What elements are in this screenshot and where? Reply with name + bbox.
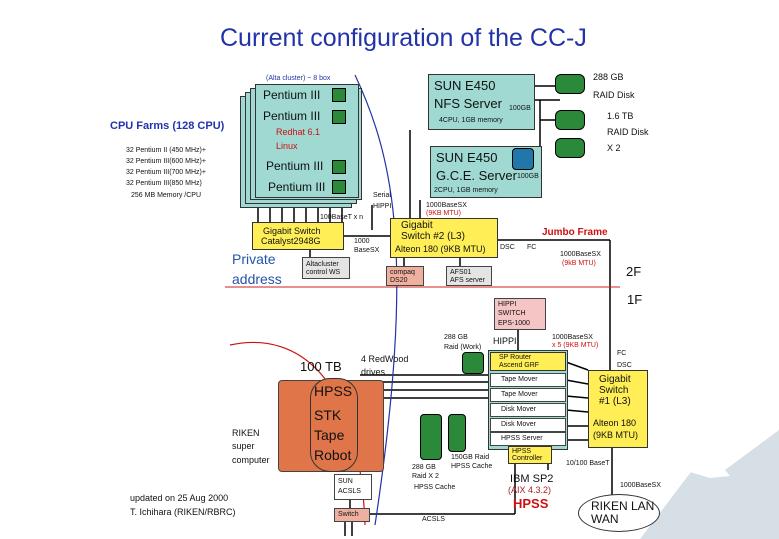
compaq-ds20: compaq DS20	[386, 266, 424, 286]
address-label: address	[232, 271, 282, 287]
redwood-2: drives	[361, 367, 386, 377]
linux-label: Linux	[276, 141, 298, 151]
sun-e450-nfs-server: SUN E450 NFS Server 100GB 4CPU, 1GB memo…	[428, 74, 535, 130]
link-1000-right: 1000BaseSX	[560, 251, 601, 258]
altacluster-control-ws: Altacluster control WS	[302, 257, 350, 279]
raid-work-2: Raid (Work)	[444, 344, 482, 351]
gigabit-switch-catalyst: Gigabit Switch Catalyst2948G	[252, 222, 344, 250]
switch-box: Switch	[334, 508, 370, 522]
raid-disk-icon	[555, 138, 585, 158]
gigabit-switch-1: Gigabit Switch #1 (L3) Alteon 180 (9KB M…	[588, 370, 648, 448]
tape-mover-2: Tape Mover	[490, 388, 566, 402]
tape-mover-1: Tape Mover	[490, 373, 566, 387]
disk-icon	[420, 414, 442, 460]
raid-x2-3: HPSS Cache	[414, 484, 456, 491]
raid-x2-1: 288 GB	[412, 464, 436, 471]
link-10-100: 10/100 BaseT	[566, 460, 610, 467]
redhat-label: Redhat 6.1	[276, 127, 321, 137]
raid-x2-2: Raid X 2	[412, 473, 439, 480]
serial-hippi-2: HIPPI	[373, 203, 392, 210]
afs-server: AFS01 AFS server	[446, 266, 492, 286]
hippi-switch: HIPPI SWITCH EPS-1000	[494, 298, 546, 330]
acsls-label: ACSLS	[422, 516, 445, 523]
robot-label-4: Robot	[314, 447, 352, 463]
link-1000-mid-2: x 5 (9KB MTU)	[552, 342, 599, 349]
link-1000-mid-1: 1000BaseSX	[552, 334, 593, 341]
raid-288-2: RAID Disk	[593, 90, 635, 100]
robot-core	[310, 378, 358, 472]
alta-cluster-label: (Alta cluster) ~ 8 box	[266, 75, 331, 82]
riken-super-1: RIKEN	[232, 428, 260, 438]
raid-16tb-3: X 2	[607, 143, 621, 153]
dsc-label: DSC	[500, 244, 515, 251]
raid-work-1: 288 GB	[444, 334, 468, 341]
gigabit-switch-2: Gigabit Switch #2 (L3) Alteon 180 (9KB M…	[390, 218, 498, 258]
disk-icon	[512, 148, 534, 170]
pentium-label-1: Pentium III	[263, 88, 321, 102]
disk-icon	[448, 414, 466, 452]
tb-100-label: 100 TB	[300, 359, 342, 374]
robot-label-1: HPSS	[314, 383, 353, 399]
disk-mover-1: Disk Mover	[490, 403, 566, 417]
pentium-label-3: Pentium III	[266, 159, 324, 173]
aix-label: (AIX 4.3.2)	[508, 485, 552, 495]
riken-super-2: super	[232, 441, 255, 451]
raid-16tb-1: 1.6 TB	[607, 111, 634, 121]
link-1000-top: 1000BaseSX	[426, 202, 467, 209]
author-label: T. Ichihara (RIKEN/RBRC)	[130, 507, 236, 517]
raid-288-1: 288 GB	[593, 72, 624, 82]
cpu-farms-title: CPU Farms (128 CPU)	[110, 120, 225, 132]
fc-mid: FC	[617, 350, 627, 357]
hpss-red-label: HPSS	[513, 496, 549, 511]
link-9kb-top: (9KB MTU)	[426, 210, 461, 217]
disk-icon	[332, 88, 346, 102]
disk-icon	[332, 180, 346, 194]
cpu-spec-4: 32 Pentium III(850 MHz)	[126, 180, 202, 187]
cpu-spec-5: 256 MB Memory /CPU	[131, 192, 202, 199]
private-label: Private	[232, 251, 276, 267]
serial-hippi-1: Serial	[373, 192, 391, 199]
link-100baset: 100BaseT x n	[320, 214, 364, 221]
raid-16tb-2: RAID Disk	[607, 127, 649, 137]
cpu-spec-1: 32 Pentium II (450 MHz)+	[126, 147, 206, 154]
raid-disk-icon	[555, 110, 585, 130]
dsc-mid: DSC	[617, 362, 632, 369]
link-1000-left-1: 1000	[354, 238, 370, 245]
disk-icon	[332, 110, 346, 124]
hippi-label: HIPPI	[493, 336, 517, 346]
robot-label-2: STK	[314, 407, 342, 423]
hpss-server: HPSS Server	[490, 432, 566, 446]
link-1000-left-2: BaseSX	[354, 247, 380, 254]
cpu-spec-2: 32 Pentium III(600 MHz)+	[126, 158, 206, 165]
disk-mover-2: Disk Mover	[490, 418, 566, 432]
hpss-controller: HPSS Controller	[508, 446, 552, 464]
link-1000-bottom: 1000BaseSX	[620, 482, 661, 489]
disk-icon	[332, 160, 346, 174]
cache-150-1: 150GB Raid	[451, 454, 490, 461]
jumbo-frame-label: Jumbo Frame	[542, 227, 608, 238]
floor-1f: 1F	[627, 292, 643, 307]
cpu-spec-3: 32 Pentium III(700 MHz)+	[126, 169, 206, 176]
sp-router: SP Router Ascend GRF	[490, 352, 566, 371]
updated-label: updated on 25 Aug 2000	[130, 493, 229, 503]
fc-label: FC	[527, 244, 537, 251]
link-9kb-right: (9kB MTU)	[562, 260, 596, 267]
riken-lan-wan: RIKEN LAN WAN	[578, 494, 660, 532]
cache-150-2: HPSS Cache	[451, 463, 493, 470]
ibm-sp2-label: IBM SP2	[510, 473, 554, 485]
robot-label-3: Tape	[314, 427, 345, 443]
raid-disk-icon	[555, 74, 585, 94]
disk-icon	[462, 352, 484, 374]
redwood-1: 4 RedWood	[361, 354, 409, 364]
farm-box-front	[255, 84, 359, 198]
riken-super-3: computer	[232, 455, 270, 465]
floor-2f: 2F	[626, 264, 642, 279]
page-title: Current configuration of the CC-J	[220, 24, 587, 52]
sun-acsls: SUN ACSLS	[334, 474, 372, 500]
pentium-label-4: Pentium III	[268, 180, 326, 194]
pentium-label-2: Pentium III	[263, 109, 321, 123]
